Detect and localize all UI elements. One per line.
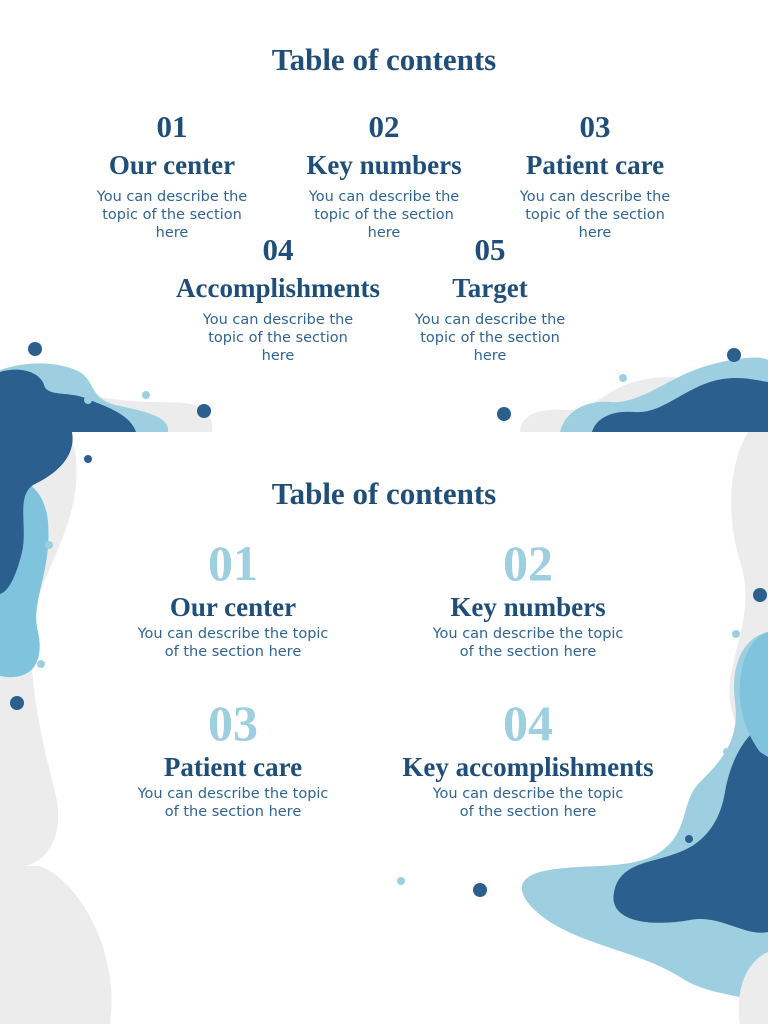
section-heading: Patient care (525, 150, 665, 180)
dot (142, 391, 150, 399)
toc-item[interactable]: 02 Key numbers You can describe the topi… (378, 537, 678, 661)
section-number: 02 (503, 535, 553, 591)
mid-blue-blob (739, 632, 768, 757)
section-heading: Key numbers (306, 150, 462, 180)
section-number: 02 (368, 109, 400, 144)
page-title: Table of contents (271, 476, 497, 511)
section-number: 04 (503, 695, 553, 751)
section-number: 03 (208, 695, 258, 751)
section-number: 05 (474, 232, 506, 267)
toc-item[interactable]: 04 Key accomplishments You can describe … (378, 697, 678, 821)
dark-blue-blob (592, 377, 768, 432)
toc-item[interactable]: 03 Patient care You can describe the top… (475, 110, 715, 242)
dot (727, 348, 741, 362)
toc-item[interactable]: 02 Key numbers You can describe the topi… (264, 110, 504, 242)
section-description: You can describe the topic of the sectio… (414, 312, 566, 364)
grey-blob (0, 866, 112, 1024)
page-title: Table of contents (271, 42, 497, 77)
section-heading: Key accomplishments (402, 752, 654, 782)
dark-blue-blob (0, 432, 73, 594)
section-description: You can describe the topic of the sectio… (519, 189, 671, 241)
section-number: 01 (208, 535, 258, 591)
toc-item[interactable]: 04 Accomplishments You can describe the … (158, 233, 398, 365)
section-heading: Our center (169, 592, 297, 622)
section-description: You can describe the topic of the sectio… (432, 626, 624, 660)
dot (84, 396, 92, 404)
dark-blue-blob (0, 369, 136, 432)
section-heading: Target (452, 273, 528, 303)
decorative-blobs (0, 342, 768, 432)
toc-item[interactable]: 03 Patient care You can describe the top… (83, 697, 383, 821)
section-heading: Accomplishments (176, 273, 380, 303)
section-description: You can describe the topic of the sectio… (432, 786, 624, 820)
dot (753, 588, 767, 602)
slide-toc-four-sections: Table of contents 01 Our center You can … (0, 432, 768, 1024)
dot (497, 407, 511, 421)
dot (397, 877, 405, 885)
dot (473, 883, 487, 897)
dot (685, 835, 693, 843)
section-description: You can describe the topic of the sectio… (137, 626, 329, 660)
dot (84, 455, 92, 463)
dot (37, 660, 45, 668)
section-description: You can describe the topic of the sectio… (96, 189, 248, 241)
section-heading: Our center (108, 150, 236, 180)
dark-blue-blob (613, 722, 768, 933)
dot (197, 404, 211, 418)
section-heading: Patient care (163, 752, 303, 782)
section-description: You can describe the topic of the sectio… (137, 786, 329, 820)
dot (732, 630, 740, 638)
toc-item[interactable]: 05 Target You can describe the topic of … (370, 233, 610, 365)
dot (619, 374, 627, 382)
section-heading: Key numbers (450, 592, 606, 622)
section-description: You can describe the topic of the sectio… (308, 189, 460, 241)
slide-toc-five-sections: Table of contents 01 Our center You can … (0, 0, 768, 432)
dot (10, 696, 24, 710)
decorative-blobs (0, 432, 768, 1024)
section-number: 03 (579, 109, 611, 144)
section-description: You can describe the topic of the sectio… (202, 312, 354, 364)
section-number: 01 (156, 109, 188, 144)
dot (45, 541, 53, 549)
dot (28, 342, 42, 356)
toc-item[interactable]: 01 Our center You can describe the topic… (83, 537, 383, 661)
section-number: 04 (262, 232, 294, 267)
dot (723, 748, 731, 756)
grey-blob (738, 952, 768, 1024)
dot (651, 952, 659, 960)
toc-item[interactable]: 01 Our center You can describe the topic… (52, 110, 292, 242)
